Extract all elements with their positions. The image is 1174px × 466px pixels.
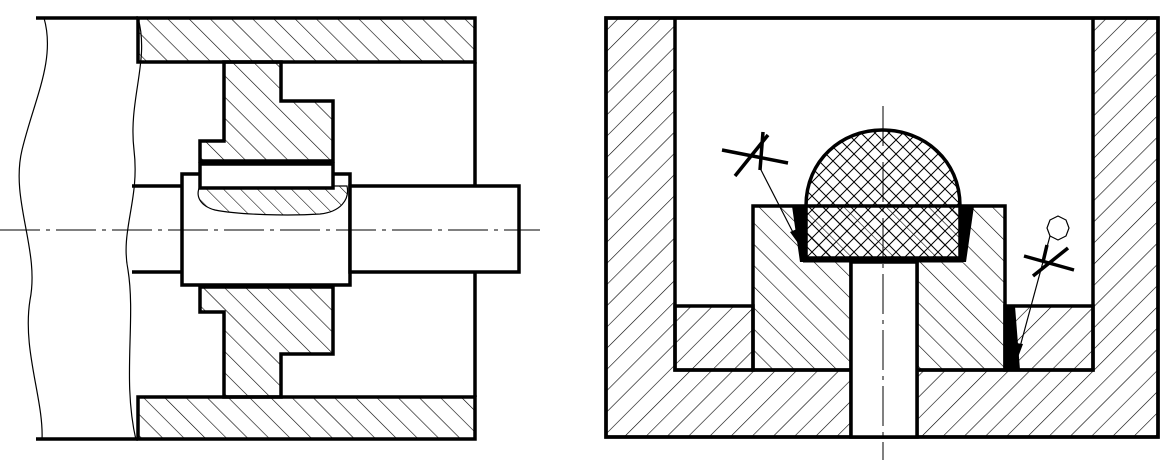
right-view bbox=[604, 16, 1160, 460]
weld-left bbox=[792, 206, 806, 262]
upper-bushing bbox=[198, 60, 335, 163]
right-spacer bbox=[1003, 304, 1095, 372]
housing-bottom-wall bbox=[136, 395, 477, 441]
housing-top-wall bbox=[136, 16, 477, 64]
break-line-inner bbox=[125, 17, 143, 441]
left-spacer bbox=[673, 304, 755, 372]
lower-bushing bbox=[198, 285, 335, 399]
weld-right bbox=[960, 206, 974, 262]
hub-local-section bbox=[197, 185, 349, 216]
left-view bbox=[0, 16, 540, 441]
pin bbox=[849, 260, 919, 439]
weld-spacer-right bbox=[1005, 306, 1020, 370]
shaft-left bbox=[132, 184, 182, 274]
shaft-right bbox=[348, 184, 521, 274]
fillet-weld-symbol-left bbox=[721, 131, 801, 247]
key bbox=[198, 162, 335, 190]
all-round-circle bbox=[1046, 215, 1070, 241]
fillet-weld-symbol-right bbox=[1016, 215, 1075, 360]
break-line-outer bbox=[18, 17, 48, 441]
